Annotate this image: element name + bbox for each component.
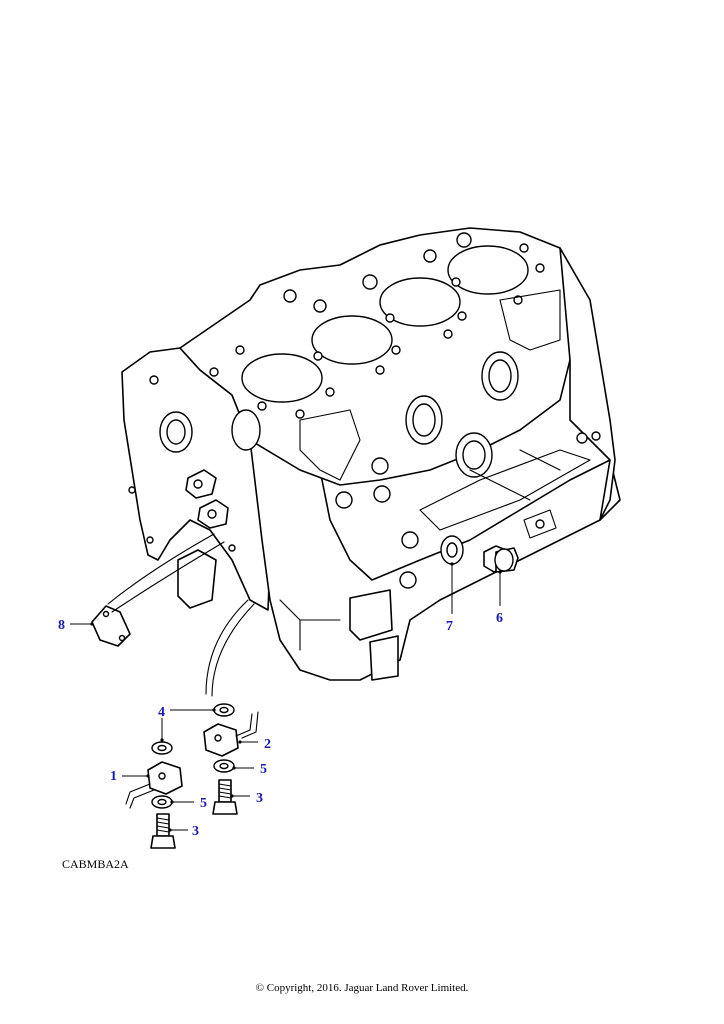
callout-4: 4 <box>158 705 165 720</box>
washer-4 <box>151 703 235 755</box>
callout-1: 1 <box>110 769 117 784</box>
callout-3-upper: 3 <box>256 791 263 806</box>
callout-8: 8 <box>58 618 65 633</box>
callout-6: 6 <box>496 611 503 626</box>
leader-lines <box>70 562 502 832</box>
callout-5-upper: 5 <box>260 762 267 777</box>
callout-3-lower: 3 <box>192 824 199 839</box>
figure-code: CABMBA2A <box>62 857 129 871</box>
jet-alignment-line <box>205 599 255 697</box>
callout-7: 7 <box>446 619 453 634</box>
piston-cooling-jet-upper <box>203 711 259 757</box>
washer-5 <box>151 759 235 809</box>
copyright-notice: © Copyright, 2016. Jaguar Land Rover Lim… <box>255 982 469 994</box>
drain-plug <box>483 545 519 573</box>
banjo-bolt-upper <box>212 779 238 815</box>
gasket-alignment-line <box>107 533 225 613</box>
callout-5-lower: 5 <box>200 796 207 811</box>
gasket-plate <box>91 605 131 647</box>
sealing-washer <box>440 535 464 565</box>
callout-2: 2 <box>264 737 271 752</box>
piston-cooling-jet-lower <box>125 761 183 809</box>
banjo-bolt-lower <box>150 813 176 849</box>
cylinder-block <box>121 227 621 681</box>
